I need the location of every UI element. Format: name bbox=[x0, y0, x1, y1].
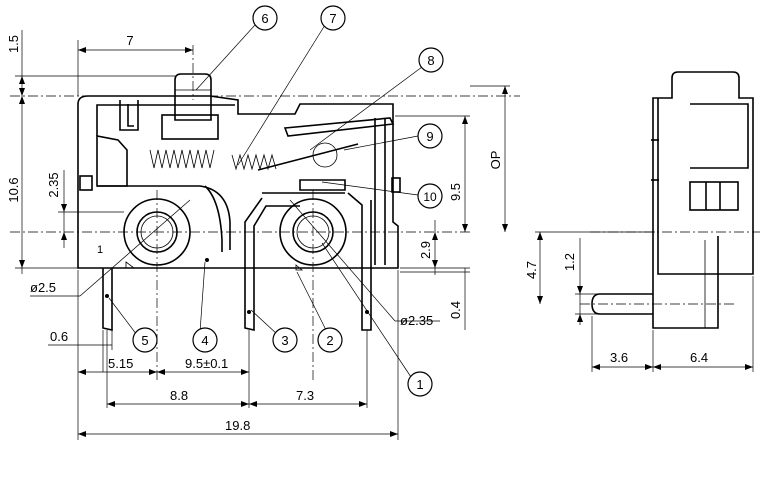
actuator-block bbox=[161, 114, 219, 140]
dim-2-9: 2.9 bbox=[418, 241, 433, 259]
dim-phi-2-5: ø2.5 bbox=[30, 280, 56, 295]
side-view bbox=[535, 71, 760, 372]
side-body bbox=[652, 71, 754, 329]
terminal-5 bbox=[102, 268, 113, 331]
dim-9-5-tol: 9.5±0.1 bbox=[185, 356, 228, 371]
callout-1-label: 1 bbox=[416, 377, 423, 392]
dim-6-4: 6.4 bbox=[690, 350, 708, 365]
inner-cavity bbox=[96, 135, 128, 187]
callout-7-label: 7 bbox=[329, 11, 336, 26]
callout-7 bbox=[320, 5, 346, 31]
dim-5-15: 5.15 bbox=[108, 356, 133, 371]
dim-2-35: 2.35 bbox=[46, 172, 61, 197]
dim-10-6: 10.6 bbox=[6, 177, 21, 202]
callout-1 bbox=[407, 371, 433, 397]
terminal-3 bbox=[244, 268, 255, 331]
plunger bbox=[174, 73, 212, 121]
dim-1-5: 1.5 bbox=[6, 35, 21, 53]
terminal-1 bbox=[361, 268, 372, 331]
callout-2 bbox=[317, 327, 343, 353]
callout-10-label: 10 bbox=[423, 190, 437, 204]
callouts: 6 7 8 9 10 1 2 3 4 5 bbox=[108, 5, 444, 397]
callout-4-label: 4 bbox=[201, 333, 208, 348]
dim-7: 7 bbox=[126, 33, 133, 48]
dim-8-8: 8.8 bbox=[170, 388, 188, 403]
callout-5 bbox=[132, 327, 158, 353]
callout-3-label: 3 bbox=[281, 333, 288, 348]
dim-4-7: 4.7 bbox=[524, 261, 539, 279]
front-view bbox=[77, 73, 401, 331]
callout-6 bbox=[252, 5, 278, 31]
spring-left bbox=[149, 149, 215, 169]
dim-9-5: 9.5 bbox=[448, 183, 463, 201]
center-lines bbox=[10, 45, 520, 380]
callout-3 bbox=[272, 327, 298, 353]
callout-2-label: 2 bbox=[326, 333, 333, 348]
dim-phi-2-35: ø2.35 bbox=[400, 313, 433, 328]
pin-one-label: 1 bbox=[97, 244, 103, 256]
callout-9-label: 9 bbox=[426, 129, 433, 144]
dim-op: OP bbox=[488, 151, 503, 170]
callout-8-label: 8 bbox=[427, 53, 434, 68]
callout-5-label: 5 bbox=[141, 333, 148, 348]
callout-6-label: 6 bbox=[261, 11, 268, 26]
dim-1-2: 1.2 bbox=[562, 253, 577, 271]
callout-9 bbox=[417, 123, 443, 149]
dim-0-6: 0.6 bbox=[50, 329, 68, 344]
lever-arm bbox=[283, 117, 395, 137]
side-pin bbox=[591, 293, 653, 315]
callout-10 bbox=[417, 183, 443, 209]
dim-0-4: 0.4 bbox=[448, 301, 463, 319]
dim-3-6: 3.6 bbox=[610, 350, 628, 365]
dim-19-8: 19.8 bbox=[225, 418, 250, 433]
callout-8 bbox=[418, 47, 444, 73]
callout-4 bbox=[192, 327, 218, 353]
dimension-labels: 1.5 7 10.6 2.35 OP 9.5 2.9 0.4 ø2.5 ø2.3… bbox=[6, 33, 708, 433]
dimension-lines bbox=[15, 30, 510, 440]
dim-7-3: 7.3 bbox=[296, 388, 314, 403]
